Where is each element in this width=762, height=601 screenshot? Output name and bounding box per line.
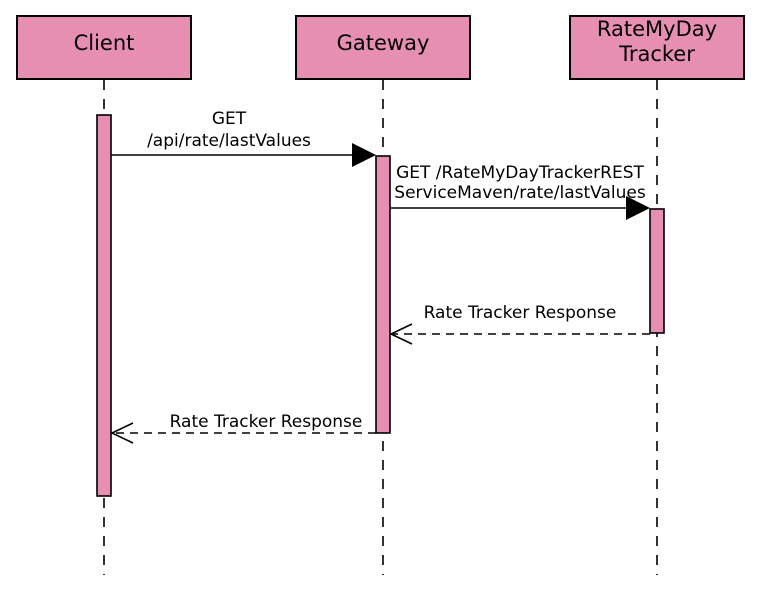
participant-client-box xyxy=(16,15,192,80)
message-label-line-1: GET xyxy=(212,109,247,129)
message-label: Rate Tracker Response xyxy=(170,412,363,432)
participant-client: Client xyxy=(16,15,192,80)
message-label-line-1: GET /RateMyDayTrackerREST xyxy=(396,163,644,183)
message-gateway-to-client: Rate Tracker Response xyxy=(110,412,376,444)
solid-arrowhead-icon xyxy=(626,196,650,220)
activation-client xyxy=(96,114,112,497)
participant-tracker-label-line-1: RateMyDay xyxy=(597,17,717,41)
participant-tracker: RateMyDay Tracker xyxy=(569,15,745,80)
open-arrowhead-icon xyxy=(110,422,134,444)
participant-gateway-box xyxy=(295,15,471,80)
open-arrowhead-icon xyxy=(389,323,413,345)
message-label-line-2: ServiceMaven/rate/lastValues xyxy=(394,183,646,203)
message-gateway-to-tracker: GET /RateMyDayTrackerREST ServiceMaven/r… xyxy=(390,163,650,220)
participant-gateway: Gateway xyxy=(295,15,471,80)
activation-gateway xyxy=(375,155,391,434)
solid-arrowhead-icon xyxy=(352,143,376,167)
message-client-to-gateway: GET /api/rate/lastValues xyxy=(111,109,376,167)
participant-gateway-label: Gateway xyxy=(337,31,430,55)
message-label: Rate Tracker Response xyxy=(424,303,617,323)
message-tracker-to-gateway: Rate Tracker Response xyxy=(389,303,650,345)
activation-tracker xyxy=(649,208,665,334)
participant-tracker-label-line-2: Tracker xyxy=(618,42,695,66)
participant-client-label: Client xyxy=(74,31,135,55)
message-label-line-2: /api/rate/lastValues xyxy=(147,131,311,151)
participant-tracker-box xyxy=(569,15,745,80)
